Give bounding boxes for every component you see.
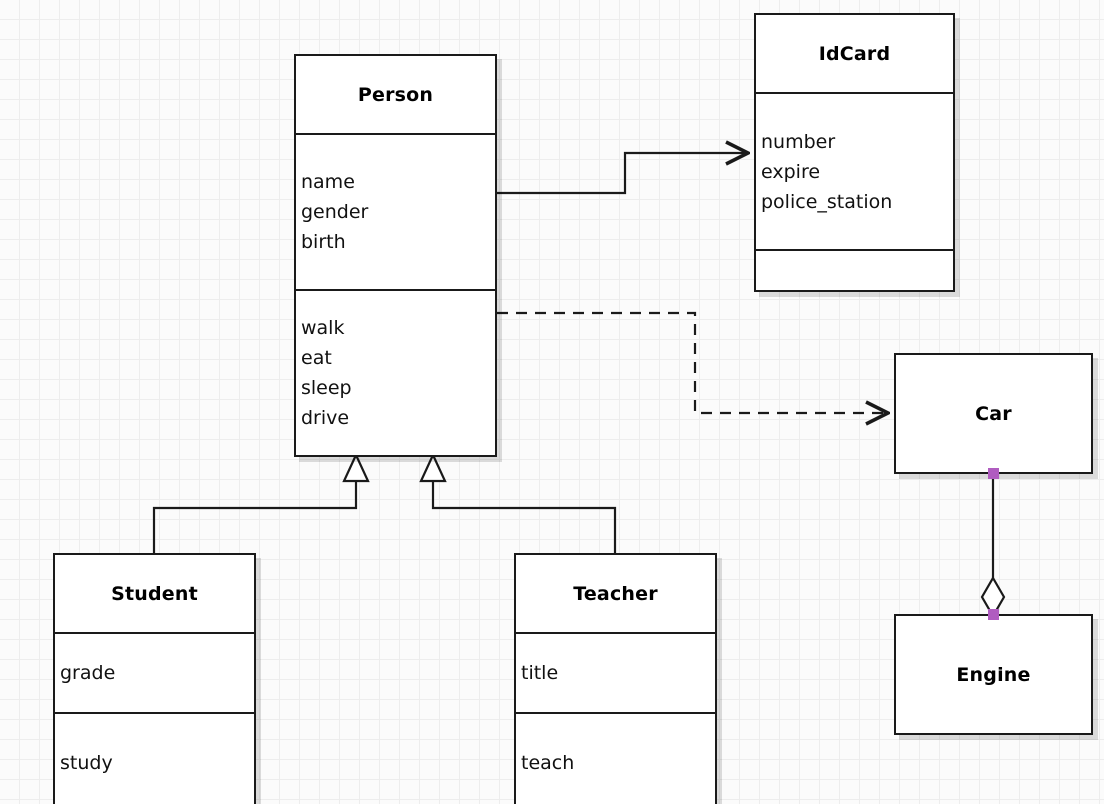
- class-box-engine[interactable]: Engine: [894, 614, 1093, 735]
- attribute-item: birth: [301, 231, 346, 253]
- attribute-item: number: [761, 130, 836, 153]
- operation-item: eat: [301, 347, 332, 369]
- class-name-car: Car: [975, 402, 1012, 425]
- attribute-item: gender: [301, 201, 369, 223]
- edge-person-idcard[interactable]: [497, 153, 748, 195]
- hollow-triangle-icon: [342, 452, 370, 483]
- class-box-idcard[interactable]: IdCard number expire police_station: [754, 13, 955, 292]
- attribute-item: police_station: [761, 190, 893, 213]
- attribute-item: title: [521, 662, 559, 684]
- connection-port-car[interactable]: [988, 468, 999, 479]
- class-box-car[interactable]: Car: [894, 353, 1093, 474]
- class-box-student[interactable]: Student grade study: [53, 553, 256, 804]
- operations-compartment-teacher: teach: [516, 712, 715, 804]
- class-name-teacher: Teacher: [573, 582, 658, 605]
- operations-compartment-idcard: [756, 249, 953, 290]
- operation-item: teach: [521, 752, 575, 774]
- edge-student-person[interactable]: [152, 452, 370, 553]
- operation-item: walk: [301, 317, 345, 339]
- class-box-teacher[interactable]: Teacher title teach: [514, 553, 717, 804]
- hollow-triangle-icon: [419, 452, 447, 483]
- connection-port-engine[interactable]: [988, 609, 999, 620]
- attribute-item: expire: [761, 160, 821, 183]
- edge-teacher-person[interactable]: [419, 452, 617, 553]
- attributes-compartment-teacher: title: [516, 632, 715, 712]
- attributes-compartment-idcard: number expire police_station: [756, 92, 953, 249]
- edge-person-car[interactable]: [497, 311, 888, 413]
- operation-item: study: [60, 752, 113, 774]
- operation-item: drive: [301, 407, 350, 429]
- class-name-student: Student: [111, 582, 198, 605]
- attribute-item: grade: [60, 662, 116, 684]
- attribute-item: name: [301, 171, 355, 193]
- operations-compartment-student: study: [55, 712, 254, 804]
- attributes-compartment-student: grade: [55, 632, 254, 712]
- edge-car-engine[interactable]: [980, 474, 1006, 619]
- operation-item: sleep: [301, 377, 352, 399]
- class-box-person[interactable]: Person name gender birth walk eat sleep …: [294, 54, 497, 457]
- class-name-idcard: IdCard: [818, 42, 891, 65]
- class-name-person: Person: [357, 83, 434, 106]
- attributes-compartment-person: name gender birth: [296, 133, 495, 289]
- class-name-engine: Engine: [956, 663, 1031, 686]
- operations-compartment-person: walk eat sleep drive: [296, 289, 495, 455]
